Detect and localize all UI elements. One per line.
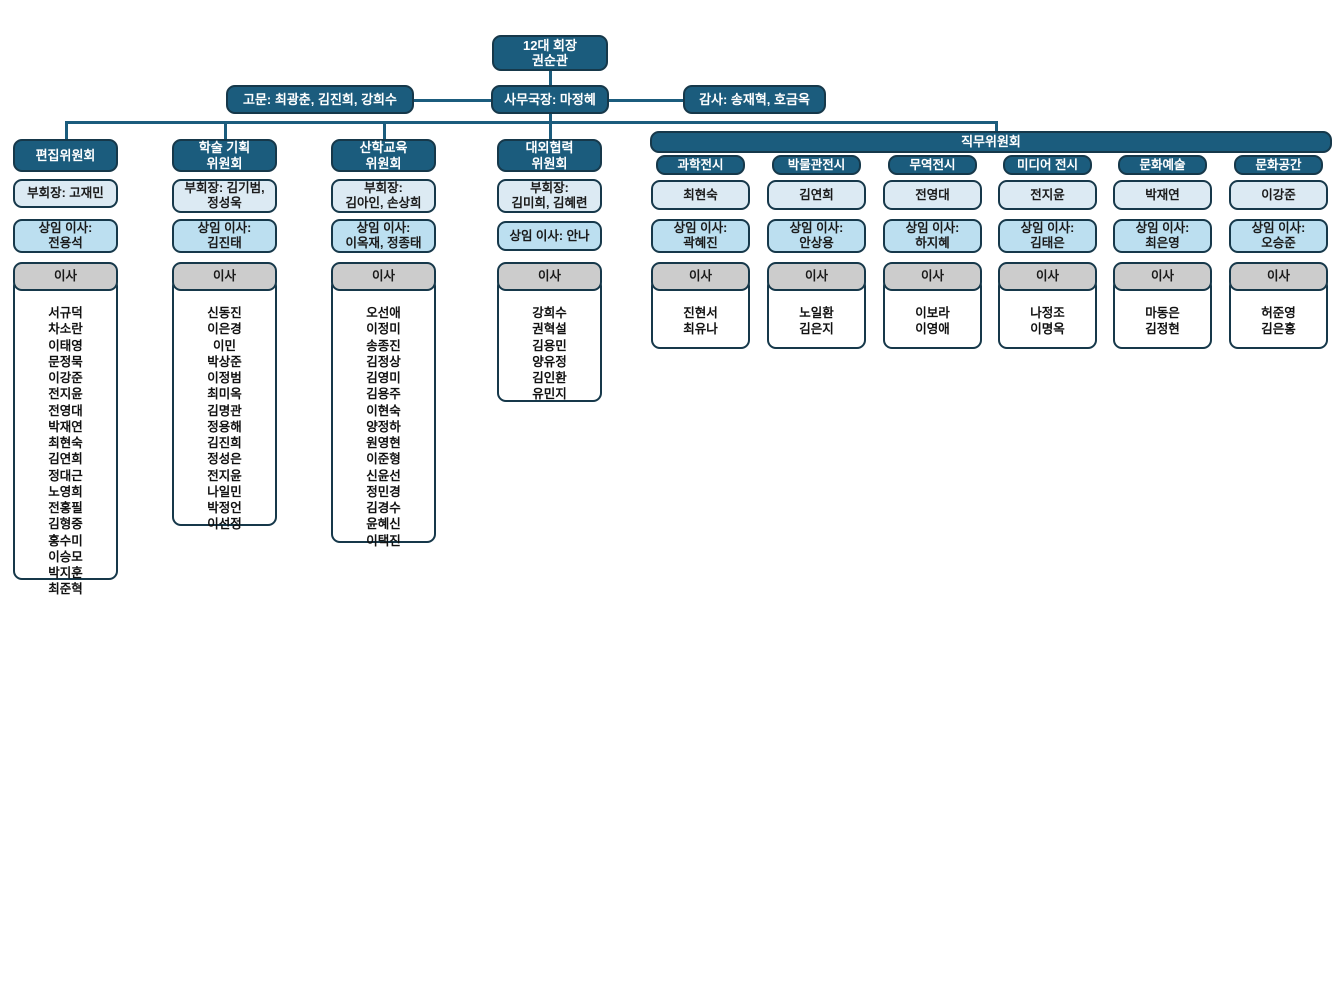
advisors-box[interactable]: 고문: 최광춘, 김진희, 강희수 <box>226 85 414 114</box>
connector-drop-3 <box>383 121 386 140</box>
connector-main-bus <box>65 121 997 124</box>
task-column-chair-2[interactable]: 전영대 <box>883 180 982 210</box>
committee-directors-list-3[interactable]: 강희수 권혁설 김용민 양유정 김인환 유민지 <box>497 277 602 402</box>
auditors-box[interactable]: 감사: 송재혁, 호금옥 <box>683 85 826 114</box>
committee-standing-director-2[interactable]: 상임 이사: 이옥재, 정종태 <box>331 219 436 253</box>
connector-drop-1 <box>65 121 68 140</box>
task-column-directors-header-5: 이사 <box>1229 262 1328 291</box>
connector-drop-task <box>995 121 998 132</box>
task-column-directors-header-4: 이사 <box>1113 262 1212 291</box>
connector-drop-4 <box>549 121 552 140</box>
committee-vicechair-2[interactable]: 부회장: 김아인, 손상희 <box>331 179 436 213</box>
task-column-chair-4[interactable]: 박재연 <box>1113 180 1212 210</box>
connector-secretary-bus <box>549 114 552 123</box>
committee-vicechair-1[interactable]: 부회장: 김기범, 정성욱 <box>172 179 277 213</box>
task-committee-banner[interactable]: 직무위원회 <box>650 131 1332 153</box>
task-column-header-2[interactable]: 무역전시 <box>888 155 977 175</box>
committee-vicechair-0[interactable]: 부회장: 고재민 <box>13 179 118 208</box>
connector-drop-2 <box>224 121 227 140</box>
committee-directors-header-3: 이사 <box>497 262 602 291</box>
task-column-chair-0[interactable]: 최현숙 <box>651 180 750 210</box>
task-column-directors-header-0: 이사 <box>651 262 750 291</box>
committee-standing-director-1[interactable]: 상임 이사: 김진태 <box>172 219 277 253</box>
task-column-chair-5[interactable]: 이강준 <box>1229 180 1328 210</box>
committee-directors-list-0[interactable]: 서규덕 차소란 이태영 문정묵 이강준 전지윤 전영대 박재연 최현숙 김연희 … <box>13 277 118 596</box>
committee-directors-header-0: 이사 <box>13 262 118 291</box>
task-column-header-5[interactable]: 문화공간 <box>1234 155 1323 175</box>
task-column-standing-director-0[interactable]: 상임 이사: 곽혜진 <box>651 219 750 253</box>
task-column-standing-director-4[interactable]: 상임 이사: 최은영 <box>1113 219 1212 253</box>
connector-president-secretary <box>549 70 552 86</box>
task-column-header-4[interactable]: 문화예술 <box>1118 155 1207 175</box>
task-column-standing-director-2[interactable]: 상임 이사: 하지혜 <box>883 219 982 253</box>
task-column-standing-director-1[interactable]: 상임 이사: 안상용 <box>767 219 866 253</box>
task-column-header-3[interactable]: 미디어 전시 <box>1003 155 1092 175</box>
task-column-directors-header-2: 이사 <box>883 262 982 291</box>
committee-standing-director-3[interactable]: 상임 이사: 안나 <box>497 221 602 251</box>
task-column-standing-director-3[interactable]: 상임 이사: 김태은 <box>998 219 1097 253</box>
task-column-directors-header-1: 이사 <box>767 262 866 291</box>
committee-directors-list-2[interactable]: 오선애 이정미 송종진 김정상 김영미 김용주 이현숙 양정하 원영현 이준형 … <box>331 277 436 548</box>
secretary-general-box[interactable]: 사무국장: 마정혜 <box>491 85 609 114</box>
task-column-directors-header-3: 이사 <box>998 262 1097 291</box>
task-column-standing-director-5[interactable]: 상임 이사: 오승준 <box>1229 219 1328 253</box>
committee-header-0[interactable]: 편집위원회 <box>13 139 118 172</box>
committee-directors-header-2: 이사 <box>331 262 436 291</box>
task-column-chair-1[interactable]: 김연희 <box>767 180 866 210</box>
task-column-header-1[interactable]: 박물관전시 <box>772 155 861 175</box>
connector-advisors <box>413 99 491 102</box>
committee-header-3[interactable]: 대외협력 위원회 <box>497 139 602 172</box>
connector-auditors <box>608 99 684 102</box>
committee-standing-director-0[interactable]: 상임 이사: 전용석 <box>13 219 118 253</box>
committee-directors-header-1: 이사 <box>172 262 277 291</box>
task-column-header-0[interactable]: 과학전시 <box>656 155 745 175</box>
committee-vicechair-3[interactable]: 부회장: 김미희, 김혜련 <box>497 179 602 213</box>
committee-directors-list-1[interactable]: 신동진 이은경 이민 박상준 이정범 최미옥 김명관 정용해 김진희 정성은 전… <box>172 277 277 531</box>
committee-header-2[interactable]: 산학교육 위원회 <box>331 139 436 172</box>
president-box[interactable]: 12대 회장 권순관 <box>492 35 608 71</box>
task-column-chair-3[interactable]: 전지윤 <box>998 180 1097 210</box>
committee-header-1[interactable]: 학술 기획 위원회 <box>172 139 277 172</box>
